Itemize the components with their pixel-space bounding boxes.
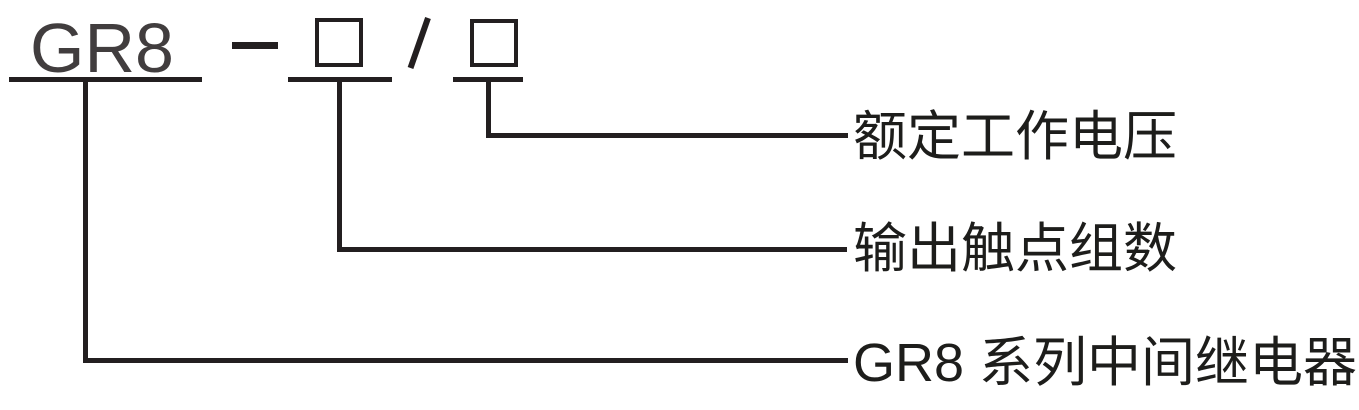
placeholder-box-rated-voltage <box>470 19 518 67</box>
connector-rated-working-voltage <box>486 80 848 138</box>
connector-output-contact-groups <box>337 80 847 252</box>
model-prefix: GR8 <box>30 9 174 87</box>
callout-series-name: GR8 系列中间继电器 <box>853 333 1358 393</box>
placeholder-box-contact-groups <box>315 18 363 67</box>
connector-series-name <box>83 80 848 363</box>
slash-glyph <box>407 17 431 69</box>
callout-output-contact-groups: 输出触点组数 <box>853 219 1177 279</box>
callout-rated-working-voltage: 额定工作电压 <box>853 107 1177 167</box>
